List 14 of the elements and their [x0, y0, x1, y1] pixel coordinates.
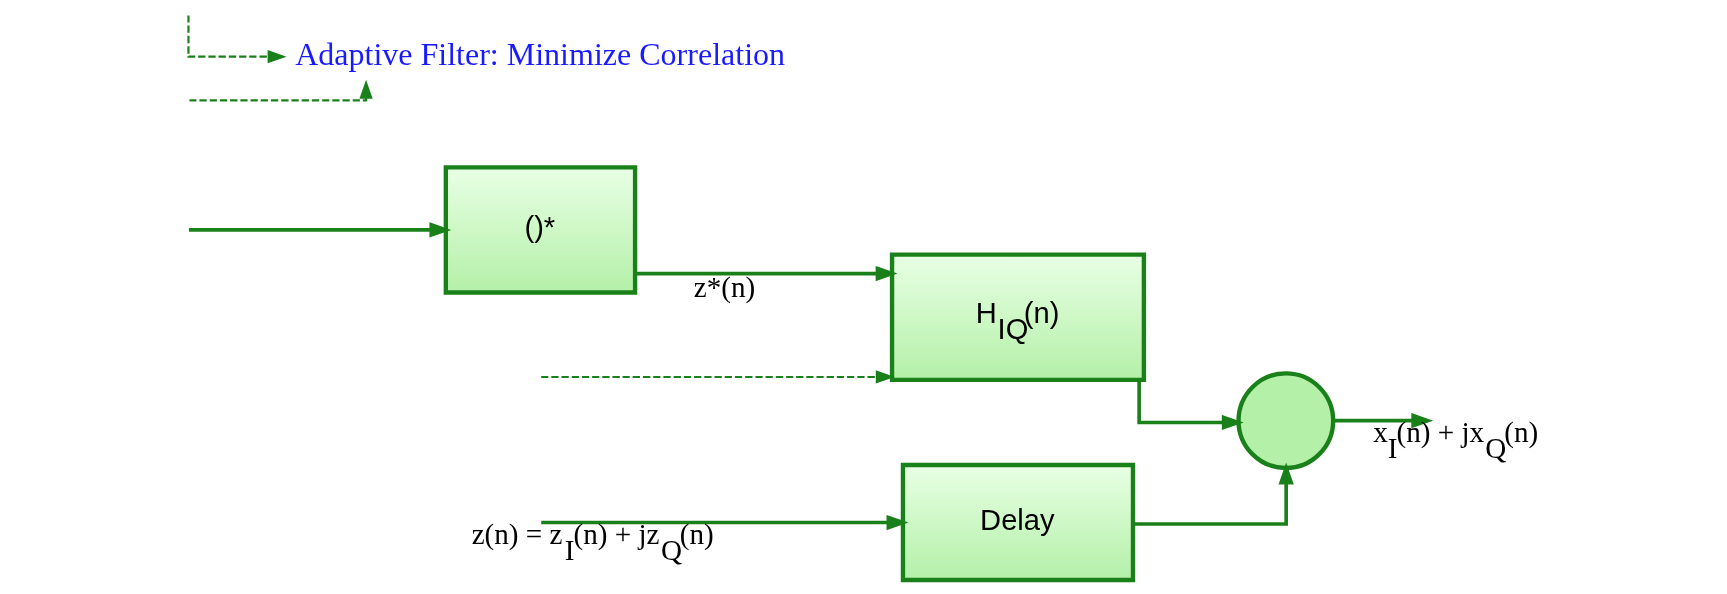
- arrow: [188, 222, 452, 238]
- edge-label: z*(n): [693, 270, 756, 303]
- arrow: [189, 79, 373, 102]
- arrow: [1133, 462, 1294, 526]
- arrow: [187, 15, 287, 64]
- node-text: Adaptive Filter: Minimize Correlation: [295, 35, 786, 72]
- arrow: [541, 370, 895, 384]
- arrow: [541, 514, 909, 531]
- arrow: [635, 265, 898, 282]
- node-box: Delay: [900, 462, 1136, 583]
- arrow: [1333, 413, 1434, 429]
- node-box: ()*: [443, 165, 638, 295]
- node-circle: [1236, 371, 1336, 471]
- arrow: [1137, 380, 1244, 431]
